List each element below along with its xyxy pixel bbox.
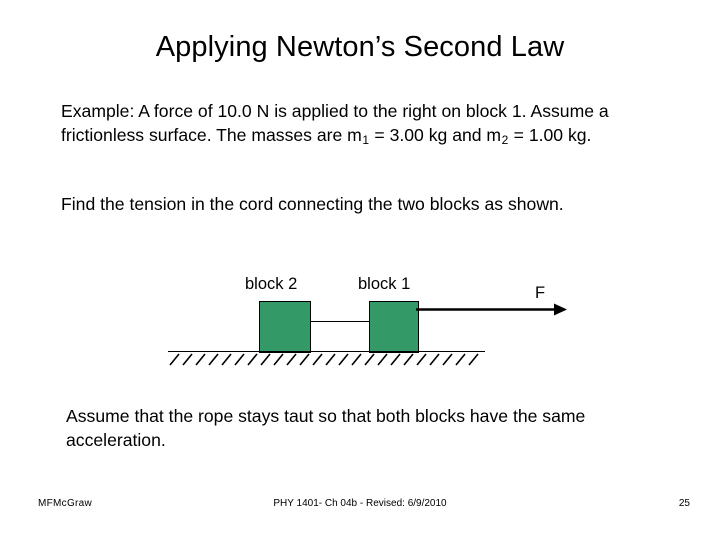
footer-course-info: PHY 1401- Ch 04b - Revised: 6/9/2010 xyxy=(273,498,447,509)
example-line-3b: = 1.00 kg. xyxy=(508,124,592,145)
mass-1-subscript: 1 xyxy=(362,132,370,147)
block-1-label: block 1 xyxy=(358,275,411,293)
force-label: F xyxy=(535,284,546,302)
paragraph-example: Example: A force of 10.0 N is applied to… xyxy=(61,100,661,149)
footer-author: MFMcGraw xyxy=(38,498,93,509)
block-1-shape xyxy=(369,301,419,353)
footer-page-number: 25 xyxy=(678,498,690,509)
block-2-shape xyxy=(259,301,311,353)
ground-surface-line xyxy=(168,351,485,352)
paragraph-find-tension: Find the tension in the cord connecting … xyxy=(61,194,564,214)
example-line-2a: Assume a frictionless surface. The masse… xyxy=(61,101,609,145)
mass-2-subscript: 2 xyxy=(501,132,509,147)
connecting-cord xyxy=(310,321,370,322)
paragraph-assume-taut: Assume that the rope stays taut so that … xyxy=(66,406,586,450)
example-line-1: Example: A force of 10.0 N is applied to… xyxy=(61,101,527,121)
force-arrow-icon xyxy=(416,303,567,316)
example-line-2b: = 3.00 kg xyxy=(369,124,448,145)
ground-hatching-icon xyxy=(169,353,479,366)
page-title: Applying Newton’s Second Law xyxy=(155,31,565,63)
block-2-label: block 2 xyxy=(245,275,298,293)
example-line-3a: and m xyxy=(452,124,502,145)
